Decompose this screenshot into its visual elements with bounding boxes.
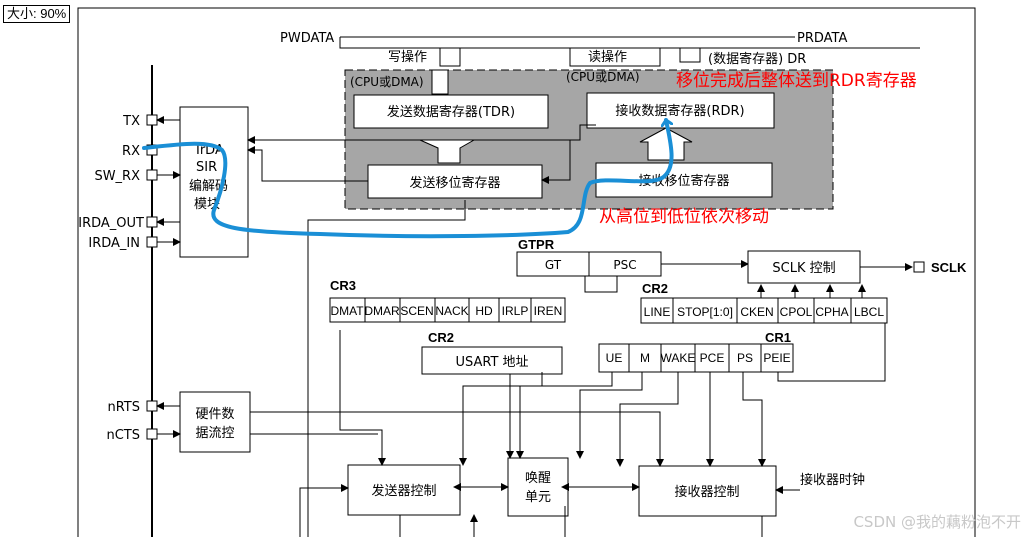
rx-clock-label: 接收器时钟: [800, 472, 865, 488]
annotation-shift-to-rdr: 移位完成后整体送到RDR寄存器: [676, 71, 917, 91]
pin-irdain-box: [146, 236, 158, 248]
pin-swrx-box: [146, 169, 158, 181]
pin-boxes: [146, 114, 158, 440]
cr3-bits: DMAT DMAR SCEN NACK HD IRLP IREN: [329, 297, 566, 323]
cr2-bit-3: CPOL: [780, 305, 813, 319]
cr3-bit-0: DMAT: [330, 304, 364, 318]
pin-ncts-box: [146, 428, 158, 440]
cr2-bit-2: CKEN: [740, 305, 773, 319]
pin-nrts-label: nRTS: [107, 400, 140, 415]
pin-nrts-box: [146, 400, 158, 412]
cr2-addr-label: CR2: [428, 330, 454, 345]
data-register-label: (数据寄存器) DR: [708, 51, 806, 67]
cr3-bit-4: HD: [475, 304, 493, 318]
read-path: [569, 48, 661, 67]
cr2-bits: LINE STOP[1:0] CKEN CPOL CPHA LBCL: [640, 297, 888, 324]
pin-tx-box: [146, 114, 158, 126]
pin-irdaout-box: [146, 216, 158, 228]
rx-control-label: 接收器控制: [674, 484, 739, 500]
csdn-watermark: CSDN @我的藕粉泡不开: [853, 513, 1021, 531]
cr3-bit-3: NACK: [435, 304, 468, 318]
write-path: [339, 37, 461, 67]
cpu-dma-right-label: (CPU或DMA): [566, 70, 640, 84]
cr1-bits: UE M WAKE PCE PS PEIE: [598, 343, 794, 373]
annotation-path-blue: [142, 120, 674, 239]
irda-line-2: SIR: [196, 160, 217, 175]
tx-control-label: 发送器控制: [371, 483, 436, 499]
cr2-bit-0: LINE: [644, 305, 671, 319]
cr2-bit-5: LBCL: [854, 305, 884, 319]
sclk-control-label: SCLK 控制: [772, 261, 835, 276]
tdr-label: 发送数据寄存器(TDR): [387, 104, 515, 120]
gtpr-psc-label: PSC: [613, 258, 636, 272]
cr1-bit-2: WAKE: [661, 351, 696, 365]
cr1-bit-0: UE: [606, 351, 623, 365]
irda-line-3: 编解码: [189, 179, 228, 194]
pin-tx-label: TX: [122, 114, 140, 129]
tdr-register: [353, 94, 549, 129]
diagram-frame: [77, 7, 976, 537]
gtpr-gt-label: GT: [545, 258, 562, 272]
write-op-label: 写操作: [388, 49, 427, 65]
usart-address: [421, 346, 563, 375]
pwdata-label: PWDATA: [280, 31, 334, 46]
wakeup-line-2: 单元: [525, 490, 551, 505]
pin-sclk-box: [913, 261, 925, 273]
cr3-bit-5: IRLP: [502, 304, 529, 318]
pin-rx-box: [146, 144, 158, 156]
cpu-dma-left-label: (CPU或DMA): [350, 75, 424, 89]
hw-flow-control: [179, 391, 251, 453]
irda-module: [179, 106, 249, 258]
pin-irdain-label: IRDA_IN: [88, 236, 140, 251]
gtpr-label: GTPR: [518, 237, 555, 252]
cr2-label: CR2: [642, 281, 668, 296]
rdr-register: [586, 92, 775, 129]
pin-rx-label: RX: [122, 144, 140, 159]
shift-to-rdr-arrow: [639, 127, 693, 161]
sclk-control: [747, 250, 861, 284]
flow-line-2: 据流控: [195, 426, 234, 441]
pin-irdaout-label: IRDA_OUT: [78, 216, 144, 231]
pin-swrx-label: SW_RX: [94, 169, 140, 184]
rdr-label: 接收数据寄存器(RDR): [615, 103, 744, 119]
read-op-label: 读操作: [588, 49, 627, 65]
zoom-level-badge: 大小: 90%: [3, 5, 71, 23]
rx-control: [638, 465, 777, 517]
cr3-bit-2: SCEN: [400, 304, 433, 318]
pin-ncts-label: nCTS: [106, 428, 140, 443]
prdata-label: PRDATA: [797, 31, 847, 46]
wakeup-line-1: 唤醒: [525, 471, 551, 486]
cr3-bit-1: DMAR: [364, 304, 400, 318]
cr3-label: CR3: [330, 278, 356, 293]
dr-path: [679, 48, 701, 63]
cr1-bit-3: PCE: [700, 351, 725, 365]
cr1-bit-4: PS: [737, 351, 753, 365]
cr2-bit-4: CPHA: [815, 305, 848, 319]
annotation-high-to-low: 从高位到低位依次移动: [599, 207, 769, 227]
cr3-bit-6: IREN: [534, 304, 563, 318]
cr1-label: CR1: [765, 330, 791, 345]
tx-shift-label: 发送移位寄存器: [409, 175, 500, 191]
flow-line-1: 硬件数: [195, 407, 234, 422]
wakeup-unit: [507, 457, 569, 517]
cr2-bit-1: STOP[1:0]: [677, 305, 733, 319]
pin-sclk-label: SCLK: [931, 260, 967, 275]
usart-address-label: USART 地址: [455, 355, 528, 370]
gtpr-gt: [516, 251, 590, 277]
cr1-bit-1: M: [640, 351, 650, 365]
bus-to-tdr-arrow: [431, 69, 449, 95]
cr1-bit-5: PEIE: [763, 351, 790, 365]
